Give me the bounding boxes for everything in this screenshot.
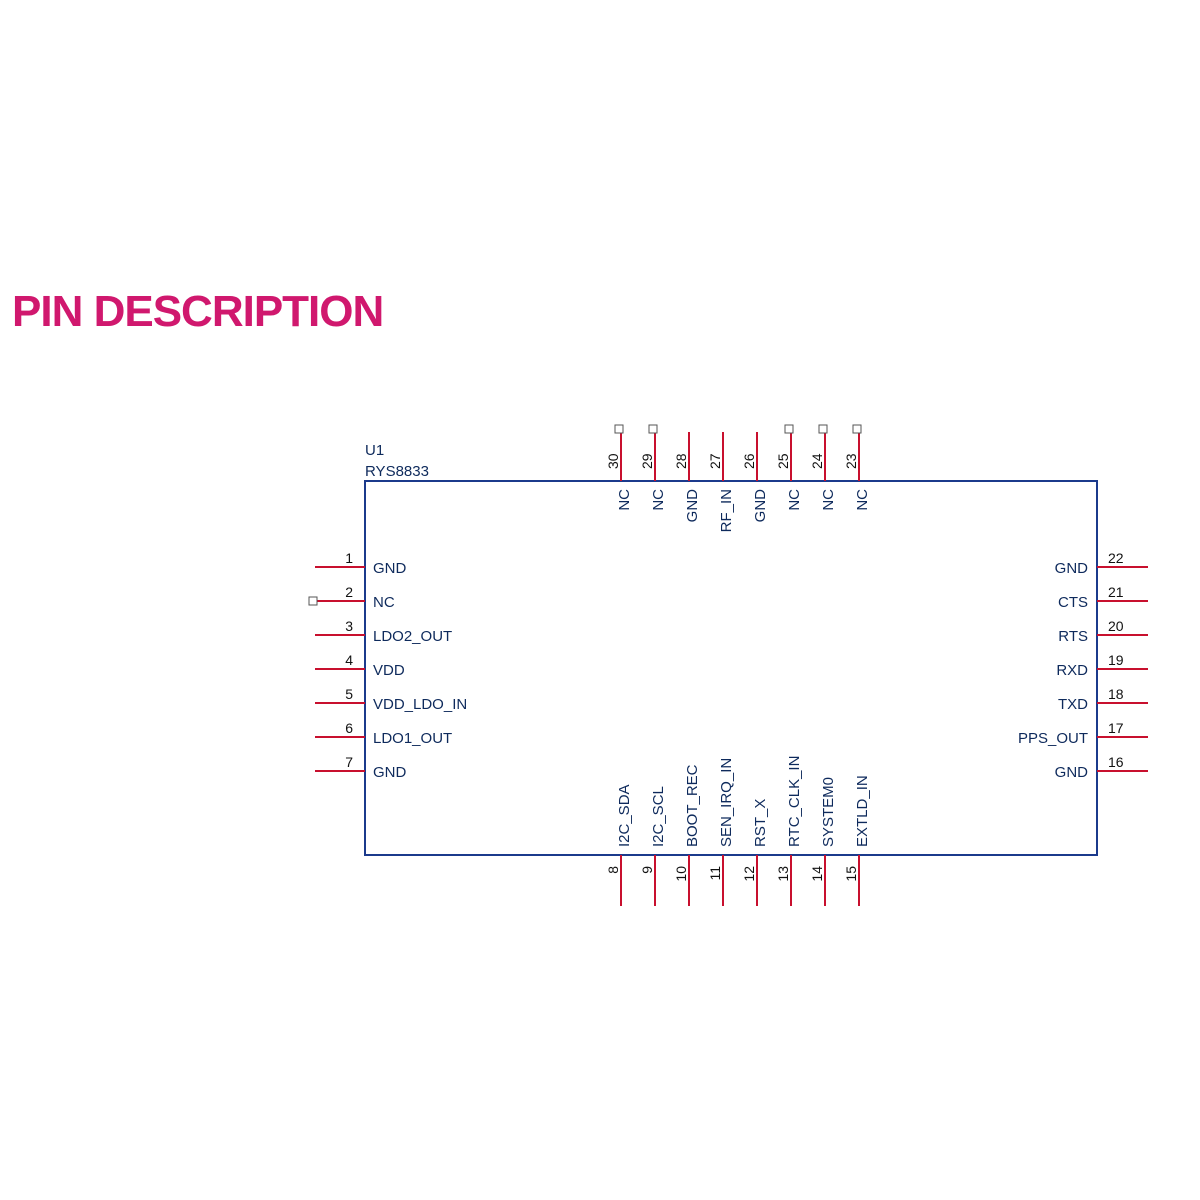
pin-name-top: NC bbox=[854, 489, 871, 511]
pin-name-left: LDO1_OUT bbox=[373, 730, 452, 747]
pin-number-left: 5 bbox=[345, 686, 353, 702]
pin-name-bottom: SEN_IRQ_IN bbox=[718, 758, 735, 847]
pin-name-bottom: BOOT_REC bbox=[684, 764, 701, 847]
pin-number-left: 7 bbox=[345, 754, 353, 770]
pin-name-left: GND bbox=[373, 560, 407, 577]
pin-name-bottom: EXTLD_IN bbox=[854, 775, 871, 847]
pin-number-bottom: 8 bbox=[605, 866, 621, 874]
pin-number-top: 29 bbox=[639, 453, 655, 469]
pin-name-right: RTS bbox=[1058, 628, 1088, 645]
pin-number-bottom: 9 bbox=[639, 866, 655, 874]
pin-number-bottom: 12 bbox=[741, 866, 757, 882]
no-connect-marker-top bbox=[614, 424, 624, 434]
pin-number-right: 18 bbox=[1108, 686, 1124, 702]
pin-name-right: GND bbox=[1055, 764, 1089, 781]
pin-number-top: 26 bbox=[741, 453, 757, 469]
pin-number-top: 23 bbox=[843, 453, 859, 469]
pin-name-bottom: I2C_SDA bbox=[616, 784, 633, 847]
pin-number-bottom: 11 bbox=[707, 866, 723, 881]
pin-name-top: NC bbox=[786, 489, 803, 511]
pin-name-bottom: I2C_SCL bbox=[650, 786, 667, 847]
pin-number-bottom: 10 bbox=[673, 866, 689, 882]
pin-number-top: 28 bbox=[673, 453, 689, 469]
pin-name-top: NC bbox=[820, 489, 837, 511]
pin-number-left: 6 bbox=[345, 720, 353, 736]
pin-name-bottom: RST_X bbox=[752, 799, 769, 847]
no-connect-marker-left bbox=[308, 596, 318, 606]
pin-name-right: GND bbox=[1055, 560, 1089, 577]
pin-number-right: 19 bbox=[1108, 652, 1124, 668]
pin-name-left: VDD bbox=[373, 662, 405, 679]
pin-name-top: GND bbox=[752, 489, 769, 523]
pin-number-left: 2 bbox=[345, 584, 353, 600]
no-connect-marker-top bbox=[818, 424, 828, 434]
pin-number-left: 1 bbox=[345, 550, 353, 566]
component-reference: U1 bbox=[365, 442, 384, 459]
pin-name-right: TXD bbox=[1058, 696, 1088, 713]
page-title: PIN DESCRIPTION bbox=[12, 287, 384, 336]
no-connect-marker-top bbox=[784, 424, 794, 434]
no-connect-marker-top bbox=[852, 424, 862, 434]
pin-number-left: 3 bbox=[345, 618, 353, 634]
pin-name-top: NC bbox=[650, 489, 667, 511]
pin-number-top: 24 bbox=[809, 453, 825, 469]
pin-name-top: RF_IN bbox=[718, 489, 735, 532]
pin-number-right: 21 bbox=[1108, 584, 1124, 600]
pin-name-bottom: RTC_CLK_IN bbox=[786, 756, 803, 847]
pin-number-bottom: 15 bbox=[843, 866, 859, 882]
pin-number-left: 4 bbox=[345, 652, 353, 668]
pin-number-top: 27 bbox=[707, 453, 723, 469]
pin-name-right: CTS bbox=[1058, 594, 1088, 611]
pin-name-left: VDD_LDO_IN bbox=[373, 696, 467, 713]
pin-name-left: NC bbox=[373, 594, 395, 611]
pin-name-right: RXD bbox=[1056, 662, 1088, 679]
pin-group: 1GND2NC3LDO2_OUT4VDD5VDD_LDO_IN6LDO1_OUT… bbox=[308, 424, 1148, 906]
pin-number-right: 22 bbox=[1108, 550, 1124, 566]
pin-number-right: 17 bbox=[1108, 720, 1124, 736]
pin-name-left: LDO2_OUT bbox=[373, 628, 452, 645]
pin-name-left: GND bbox=[373, 764, 407, 781]
pin-number-right: 20 bbox=[1108, 618, 1124, 634]
pin-name-top: GND bbox=[684, 489, 701, 523]
pin-number-bottom: 14 bbox=[809, 866, 825, 882]
pin-number-top: 30 bbox=[605, 453, 621, 469]
pin-name-top: NC bbox=[616, 489, 633, 511]
pin-name-right: PPS_OUT bbox=[1018, 730, 1088, 747]
pin-number-right: 16 bbox=[1108, 754, 1124, 770]
component-part-number: RYS8833 bbox=[365, 463, 429, 480]
pin-number-bottom: 13 bbox=[775, 866, 791, 882]
pin-number-top: 25 bbox=[775, 453, 791, 469]
no-connect-marker-top bbox=[648, 424, 658, 434]
pin-name-bottom: SYSTEM0 bbox=[820, 777, 837, 847]
